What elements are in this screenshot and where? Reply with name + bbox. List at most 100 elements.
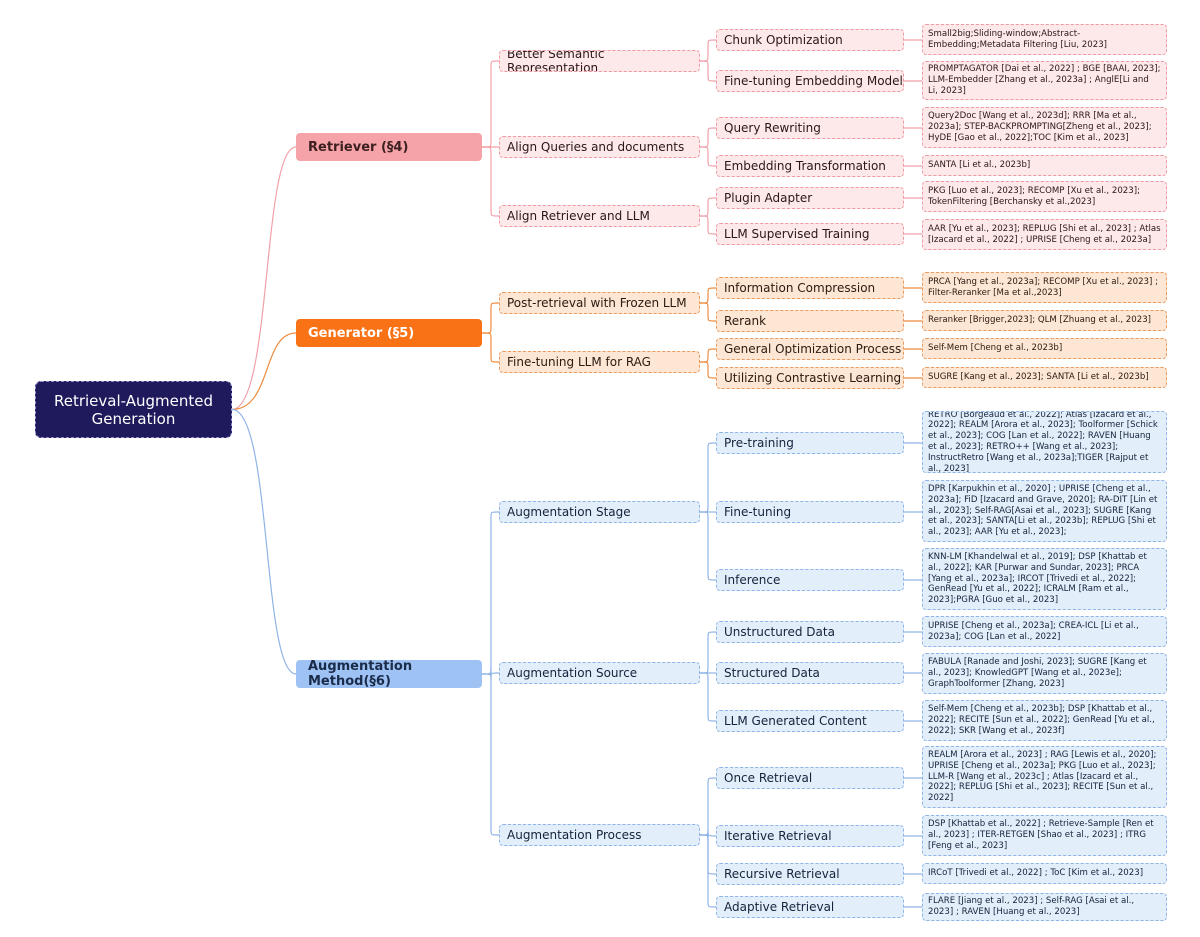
sub-label: Fine-tuning LLM for RAG bbox=[507, 355, 651, 369]
sub-label: Better Semantic Representation bbox=[507, 50, 605, 72]
sub-align-retriever-llm: Align Retriever and LLM bbox=[499, 205, 700, 227]
sub-label: Align Queries and documents bbox=[507, 140, 685, 154]
item-unstructured-data: Unstructured Data bbox=[716, 621, 904, 643]
refs-query-rewriting: Query2Doc [Wang et al., 2023d]; RRR [Ma … bbox=[922, 107, 1167, 148]
sub-label: Post-retrieval with Frozen LLM bbox=[507, 296, 687, 310]
refs-chunk-optimization: Small2big;Sliding-window;Abstract-Embedd… bbox=[922, 24, 1167, 55]
refs-text: SUGRE [Kang et al., 2023]; SANTA [Li et … bbox=[928, 372, 1149, 383]
refs-rerank: Reranker [Brigger,2023]; QLM [Zhuang et … bbox=[922, 310, 1167, 331]
sub-to-item-connector bbox=[700, 348, 716, 363]
branch-to-sub-connector bbox=[482, 146, 499, 217]
branch-to-sub-connector bbox=[482, 302, 499, 334]
refs-text: Reranker [Brigger,2023]; QLM [Zhuang et … bbox=[928, 315, 1152, 326]
sub-better-semantic-representation: Better Semantic Representation bbox=[499, 50, 700, 72]
refs-once-retrieval: REALM [Arora et al., 2023] ; RAG [Lewis … bbox=[922, 746, 1167, 808]
refs-recursive-retrieval: IRCoT [Trivedi et al., 2022] ; ToC [Kim … bbox=[922, 863, 1167, 884]
root-label: Retrieval-Augmented Generation bbox=[53, 391, 213, 428]
sub-augmentation-stage: Augmentation Stage bbox=[499, 501, 700, 523]
refs-text: FABULA [Ranade and Joshi, 2023]; SUGRE [… bbox=[928, 657, 1147, 689]
item-plugin-adapter: Plugin Adapter bbox=[716, 187, 904, 209]
refs-text: Self-Mem [Cheng et al., 2023b]; DSP [Kha… bbox=[928, 704, 1155, 736]
branch-retriever: Retriever (§4) bbox=[296, 133, 482, 161]
item-label: Adaptive Retrieval bbox=[724, 900, 835, 914]
item-query-rewriting: Query Rewriting bbox=[716, 117, 904, 139]
item-label: Information Compression bbox=[724, 281, 876, 295]
sub-label: Align Retriever and LLM bbox=[507, 209, 650, 223]
branch-label: Retriever (§4) bbox=[308, 139, 409, 155]
sub-to-item-connector bbox=[700, 361, 716, 379]
refs-text: RETRO [Borgeaud et al., 2022]; Atlas [Iz… bbox=[928, 411, 1158, 473]
refs-text: AAR [Yu et al., 2023]; REPLUG [Shi et al… bbox=[928, 223, 1161, 245]
branch-to-sub-connector bbox=[482, 60, 499, 148]
sub-to-item-connector bbox=[700, 302, 716, 322]
refs-fine-tuning-embedding-model: PROMPTAGATOR [Dai et al., 2022] ; BGE [B… bbox=[922, 61, 1167, 100]
refs-text: Self-Mem [Cheng et al., 2023b] bbox=[928, 343, 1063, 354]
item-rerank: Rerank bbox=[716, 310, 904, 332]
item-label: Fine-tuning bbox=[724, 505, 792, 519]
branch-to-sub-connector bbox=[482, 332, 499, 363]
root-to-branch-connector bbox=[231, 408, 297, 675]
item-label: LLM Generated Content bbox=[724, 714, 867, 728]
sub-fine-tuning-llm-rag: Fine-tuning LLM for RAG bbox=[499, 351, 700, 373]
item-utilizing-contrastive-learning: Utilizing Contrastive Learning bbox=[716, 367, 904, 389]
sub-to-item-connector bbox=[700, 511, 716, 581]
sub-to-item-connector bbox=[700, 197, 716, 217]
root-to-branch-connector bbox=[231, 332, 297, 411]
item-label: Chunk Optimization bbox=[724, 33, 843, 47]
sub-to-item-connector bbox=[700, 127, 716, 148]
refs-text: PKG [Luo et al., 2023]; RECOMP [Xu et al… bbox=[928, 185, 1140, 207]
refs-text: FLARE [Jiang et al., 2023] ; Self-RAG [A… bbox=[928, 896, 1135, 917]
item-label: Unstructured Data bbox=[724, 625, 835, 639]
refs-pre-training: RETRO [Borgeaud et al., 2022]; Atlas [Iz… bbox=[922, 411, 1167, 473]
refs-utilizing-contrastive-learning: SUGRE [Kang et al., 2023]; SANTA [Li et … bbox=[922, 367, 1167, 388]
refs-structured-data: FABULA [Ranade and Joshi, 2023]; SUGRE [… bbox=[922, 653, 1167, 694]
sub-to-item-connector bbox=[700, 39, 716, 62]
item-fine-tuning: Fine-tuning bbox=[716, 501, 904, 523]
branch-to-sub-connector bbox=[482, 511, 499, 675]
branch-generator: Generator (§5) bbox=[296, 319, 482, 347]
item-label: Inference bbox=[724, 573, 781, 587]
refs-text: IRCoT [Trivedi et al., 2022] ; ToC [Kim … bbox=[928, 868, 1144, 879]
branch-augmentation-method: Augmentation Method(§6) bbox=[296, 660, 482, 688]
item-general-optimization-process: General Optimization Process bbox=[716, 338, 904, 360]
item-once-retrieval: Once Retrieval bbox=[716, 767, 904, 789]
refs-text: Small2big;Sliding-window;Abstract-Embedd… bbox=[928, 28, 1108, 50]
refs-text: KNN-LM [Khandelwal et al., 2019]; DSP [K… bbox=[928, 552, 1147, 606]
item-label: Query Rewriting bbox=[724, 121, 821, 135]
root-to-branch-connector bbox=[231, 146, 297, 411]
sub-to-item-connector bbox=[700, 777, 716, 836]
sub-post-retrieval-frozen-llm: Post-retrieval with Frozen LLM bbox=[499, 292, 700, 314]
branch-to-sub-connector bbox=[482, 673, 499, 836]
sub-to-item-connector bbox=[700, 60, 716, 82]
sub-to-item-connector bbox=[700, 631, 716, 674]
refs-llm-generated-content: Self-Mem [Cheng et al., 2023b]; DSP [Kha… bbox=[922, 700, 1167, 741]
item-label: Recursive Retrieval bbox=[724, 867, 840, 881]
refs-fine-tuning: DPR [Karpukhin et al., 2020] ; UPRISE [C… bbox=[922, 480, 1167, 542]
refs-text: REALM [Arora et al., 2023] ; RAG [Lewis … bbox=[928, 750, 1157, 804]
item-adaptive-retrieval: Adaptive Retrieval bbox=[716, 896, 904, 918]
sub-to-item-connector bbox=[700, 442, 716, 513]
refs-text: SANTA [Li et al., 2023b] bbox=[928, 160, 1031, 171]
item-label: Once Retrieval bbox=[724, 771, 813, 785]
sub-to-item-connector bbox=[700, 215, 716, 235]
item-llm-generated-content: LLM Generated Content bbox=[716, 710, 904, 732]
item-iterative-retrieval: Iterative Retrieval bbox=[716, 825, 904, 847]
refs-adaptive-retrieval: FLARE [Jiang et al., 2023] ; Self-RAG [A… bbox=[922, 893, 1167, 921]
branch-label: Augmentation Method(§6) bbox=[308, 660, 413, 688]
sub-label: Augmentation Process bbox=[507, 828, 642, 842]
item-label: General Optimization Process bbox=[724, 342, 902, 356]
refs-plugin-adapter: PKG [Luo et al., 2023]; RECOMP [Xu et al… bbox=[922, 181, 1167, 212]
item-pre-training: Pre-training bbox=[716, 432, 904, 454]
item-label: Rerank bbox=[724, 314, 767, 328]
sub-to-item-connector bbox=[700, 287, 716, 304]
item-label: Structured Data bbox=[724, 666, 820, 680]
sub-label: Augmentation Source bbox=[507, 666, 638, 680]
item-inference: Inference bbox=[716, 569, 904, 591]
item-structured-data: Structured Data bbox=[716, 662, 904, 684]
item-information-compression: Information Compression bbox=[716, 277, 904, 299]
sub-augmentation-process: Augmentation Process bbox=[499, 824, 700, 846]
refs-text: DPR [Karpukhin et al., 2020] ; UPRISE [C… bbox=[928, 484, 1158, 538]
refs-inference: KNN-LM [Khandelwal et al., 2019]; DSP [K… bbox=[922, 548, 1167, 610]
item-label: Plugin Adapter bbox=[724, 191, 813, 205]
refs-text: PRCA [Yang et al., 2023a]; RECOMP [Xu et… bbox=[928, 276, 1159, 298]
